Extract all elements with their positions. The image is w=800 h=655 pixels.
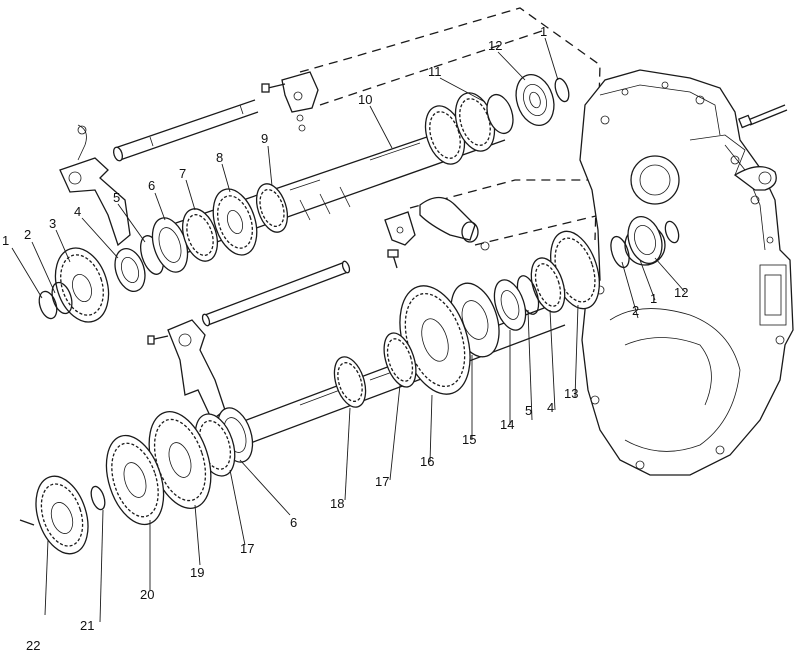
upper-gear-7 [181,208,219,262]
housing-bolt [738,104,788,129]
callout-20: 20 [140,587,154,602]
callout-11: 11 [428,64,442,79]
lower-gear-18 [333,356,367,408]
lower-bearing-12 [627,215,663,265]
callout-19: 19 [190,565,204,580]
upper-bearing-12 [515,74,555,126]
callout-3: 3 [49,216,56,231]
callout-8: 8 [216,150,223,165]
callout-1-upper-left: 1 [2,233,9,248]
callout-4-lower: 4 [547,400,554,415]
callout-13: 13 [564,386,578,401]
upper-gear-8 [212,188,258,256]
lower-gear-4 [530,257,566,313]
callout-labels: 1 2 3 4 5 6 7 8 9 10 11 12 1 12 1 2 13 4… [2,24,688,653]
upper-gear-9 [255,183,289,233]
callout-12-lower: 12 [674,285,688,300]
upper-gear-11 [424,92,514,165]
middle-selector-finger [384,196,490,269]
callout-10: 10 [358,92,372,107]
lower-gear-20 [105,434,165,526]
callout-15: 15 [462,432,476,447]
callout-22: 22 [26,638,40,653]
callout-5-upper: 5 [113,190,120,205]
upper-snap-ring-1 [38,290,58,320]
lower-shift-fork [147,319,226,422]
upper-snap-ring-1b [554,77,570,103]
lower-washer-2 [610,235,630,269]
lower-gear-22 [19,475,89,555]
callout-6-lower: 6 [290,515,297,530]
lower-washer-21 [90,485,106,511]
callout-16: 16 [420,454,434,469]
callout-6-upper: 6 [148,178,155,193]
transmission-housing [579,69,794,476]
callout-17-middle: 17 [375,474,389,489]
callout-12-upper: 12 [488,38,502,53]
callout-4-upper: 4 [74,204,81,219]
callout-5-lower: 5 [525,403,532,418]
lower-hub-14 [493,279,527,331]
upper-gear-3 [54,247,110,323]
callout-14: 14 [500,417,514,432]
upper-washer-2 [51,281,73,315]
callout-21: 21 [80,618,94,633]
upper-bearing-4 [114,247,146,293]
callout-9: 9 [261,131,268,146]
middle-shift-rod [201,260,351,327]
selector-lever [733,166,777,191]
callout-2-lower: 2 [632,303,639,318]
callout-2-upper-left: 2 [24,227,31,242]
upper-shift-fork [59,124,131,247]
callout-1-lower: 1 [650,291,657,306]
callout-18: 18 [330,496,344,511]
callout-1-upper-right: 1 [540,24,547,39]
upper-bracket [261,71,319,132]
upper-shift-rod [112,99,259,162]
callout-7: 7 [179,166,186,181]
lower-snap-ring-1 [664,220,680,244]
callout-17-lower: 17 [240,541,254,556]
lower-gear-17a [383,332,417,388]
leader-lines [11,37,686,623]
